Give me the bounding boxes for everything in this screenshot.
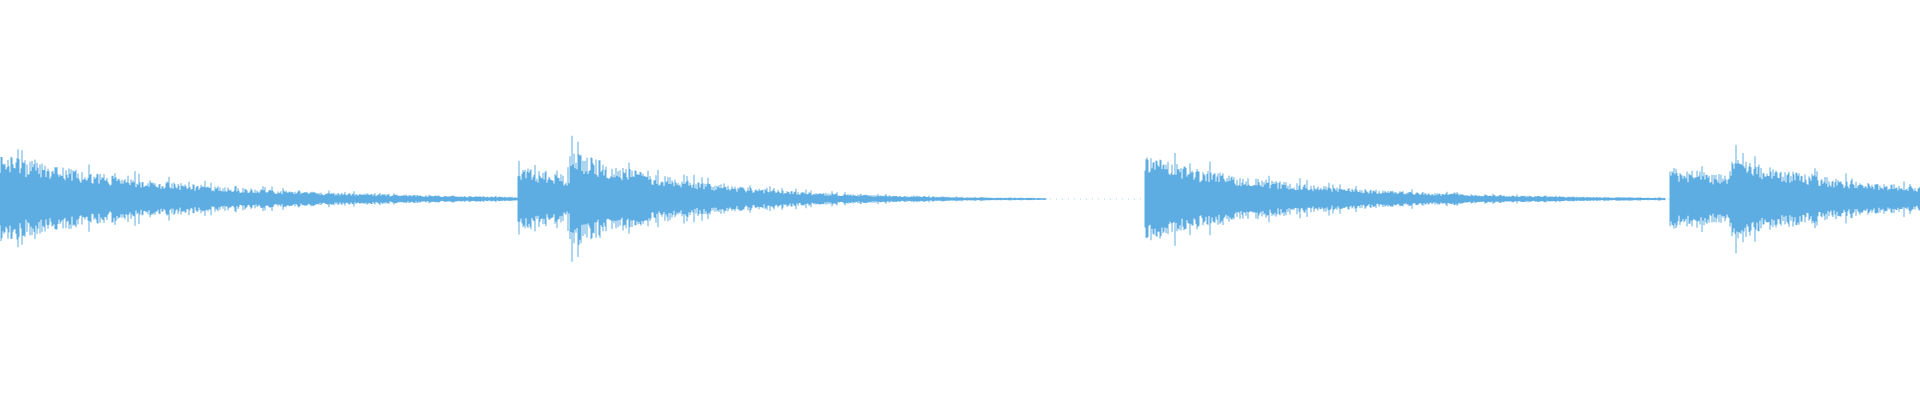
waveform-clip-3	[1144, 153, 1666, 246]
waveform-clip-2	[517, 135, 1047, 262]
waveform-clip-4	[1669, 144, 1920, 254]
waveform-trace	[517, 135, 1047, 262]
waveform-trace	[1144, 153, 1666, 246]
waveform-layer	[0, 135, 1920, 262]
waveform-trace	[1669, 144, 1920, 254]
